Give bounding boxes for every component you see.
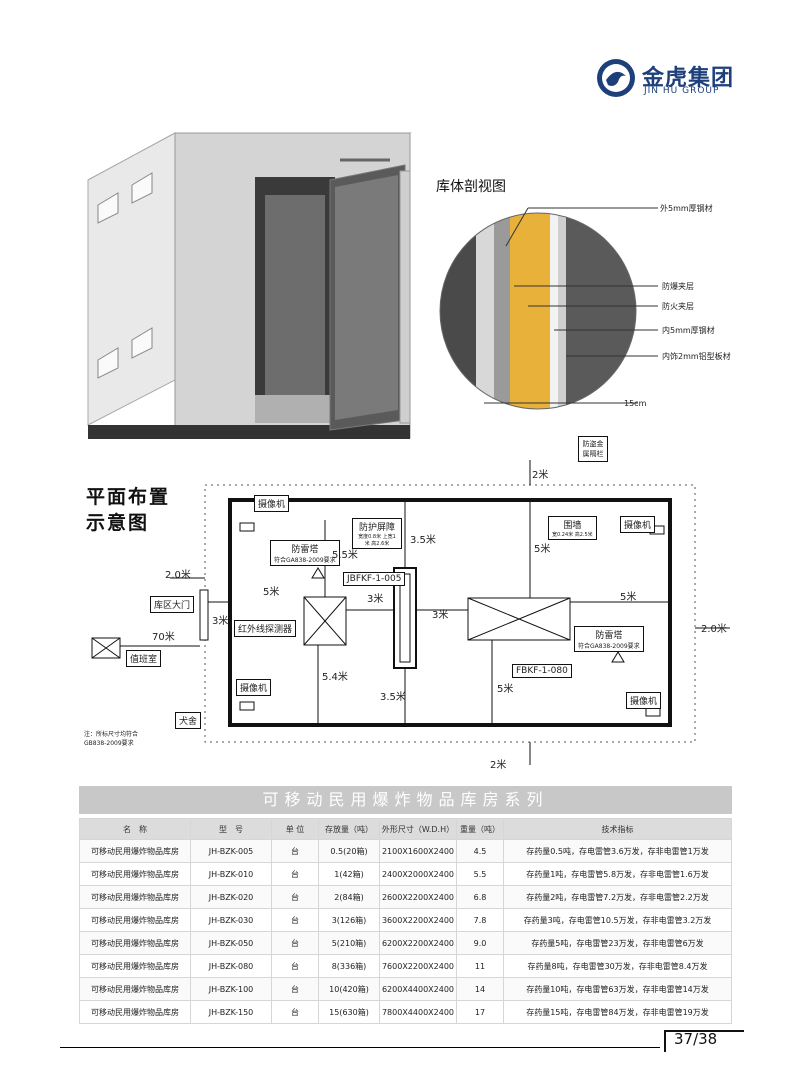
series-title-banner: 可移动民用爆炸物品库房系列	[79, 786, 732, 814]
dim-d6: 5米	[620, 592, 637, 603]
site-plan-diagram	[91, 460, 730, 765]
label-lightning-1: 防雷塔 符合GA838-2009要求	[270, 540, 340, 566]
label-thickness: 15cm	[624, 399, 647, 408]
plan-title: 平面布置 示意图	[86, 486, 171, 534]
plan-note: 注：所标尺寸均符合GB838-2009要求	[84, 731, 139, 747]
logo-name-en: JIN HU GROUP	[644, 86, 720, 96]
page-number: 37/38	[674, 1030, 718, 1048]
dim-d10: 3米	[212, 616, 229, 627]
dim-top: 2米	[532, 470, 549, 481]
dim-d3: 3米	[367, 594, 384, 605]
dim-duty-distance: 70米	[152, 632, 175, 643]
dim-d7: 5.4米	[322, 672, 348, 683]
label-camera-1: 摄像机	[254, 495, 290, 512]
dim-d4: 3米	[432, 610, 449, 621]
header-model: 型 号	[190, 818, 272, 840]
label-camera-4: 摄像机	[626, 692, 662, 709]
dim-d1: 5.5米	[332, 550, 358, 561]
cross-section-diagram	[439, 207, 658, 410]
label-barrier: 防护屏障 宽度0.8米 上宽1米 高2.6米	[352, 518, 402, 549]
label-camera-3: 摄像机	[620, 516, 656, 533]
label-outer-steel: 外5mm厚钢材	[660, 204, 713, 213]
label-aluminum-panel: 内饰2mm铝型板材	[662, 352, 731, 361]
header-capacity: 存放量（吨）	[318, 818, 380, 840]
table-header-row: 名 称 型 号 单 位 存放量（吨） 外形尺寸（W.D.H） 重量（吨） 技术指…	[79, 818, 732, 840]
dim-d8: 3.5米	[380, 692, 406, 703]
page-tab	[664, 1030, 744, 1052]
label-duty-room: 值班室	[126, 650, 162, 667]
spec-table: 名 称 型 号 单 位 存放量（吨） 外形尺寸（W.D.H） 重量（吨） 技术指…	[79, 818, 732, 1024]
dim-left: 2.0米	[165, 570, 191, 581]
logo-name-cn: 金虎集团	[642, 66, 735, 91]
dim-d2: 3.5米	[410, 535, 436, 546]
label-unit-2: FBKF-1-080	[512, 664, 572, 678]
footer-divider	[60, 1047, 660, 1048]
company-logo: 金虎集团 JIN HU GROUP	[596, 58, 741, 104]
label-dog-house: 犬舍	[175, 712, 202, 729]
dim-d5: 5米	[534, 544, 551, 555]
label-blast-layer: 防爆夹层	[662, 282, 694, 291]
label-wall: 围墙 宽0.24米 高2.5米	[548, 516, 597, 540]
tiger-logo-icon	[597, 59, 635, 97]
label-gate: 库区大门	[150, 596, 195, 613]
label-fence: 防盗金属隔栏	[578, 436, 608, 462]
dim-right: 2.0米	[701, 624, 727, 635]
dim-gate-gap: 5米	[263, 587, 280, 598]
label-fire-layer: 防火夹层	[662, 302, 694, 311]
header-name: 名 称	[79, 818, 191, 840]
label-lightning-2: 防雷塔 符合GA838-2009要求	[574, 626, 644, 652]
label-inner-steel: 内5mm厚钢材	[662, 326, 715, 335]
header-dimensions: 外形尺寸（W.D.H）	[379, 818, 457, 840]
dim-d9: 5米	[497, 684, 514, 695]
header-weight: 重量（吨）	[456, 818, 504, 840]
dim-bottom: 2米	[490, 760, 507, 771]
cross-section-title: 库体剖视图	[436, 179, 506, 195]
header-unit: 单 位	[271, 818, 319, 840]
label-unit-1: JBFKF-1-005	[343, 572, 406, 586]
storage-unit-illustration	[87, 132, 412, 439]
label-camera-2: 摄像机	[236, 679, 272, 696]
header-tech-spec: 技术指标	[503, 818, 732, 840]
label-infrared: 红外线探测器	[234, 620, 297, 637]
